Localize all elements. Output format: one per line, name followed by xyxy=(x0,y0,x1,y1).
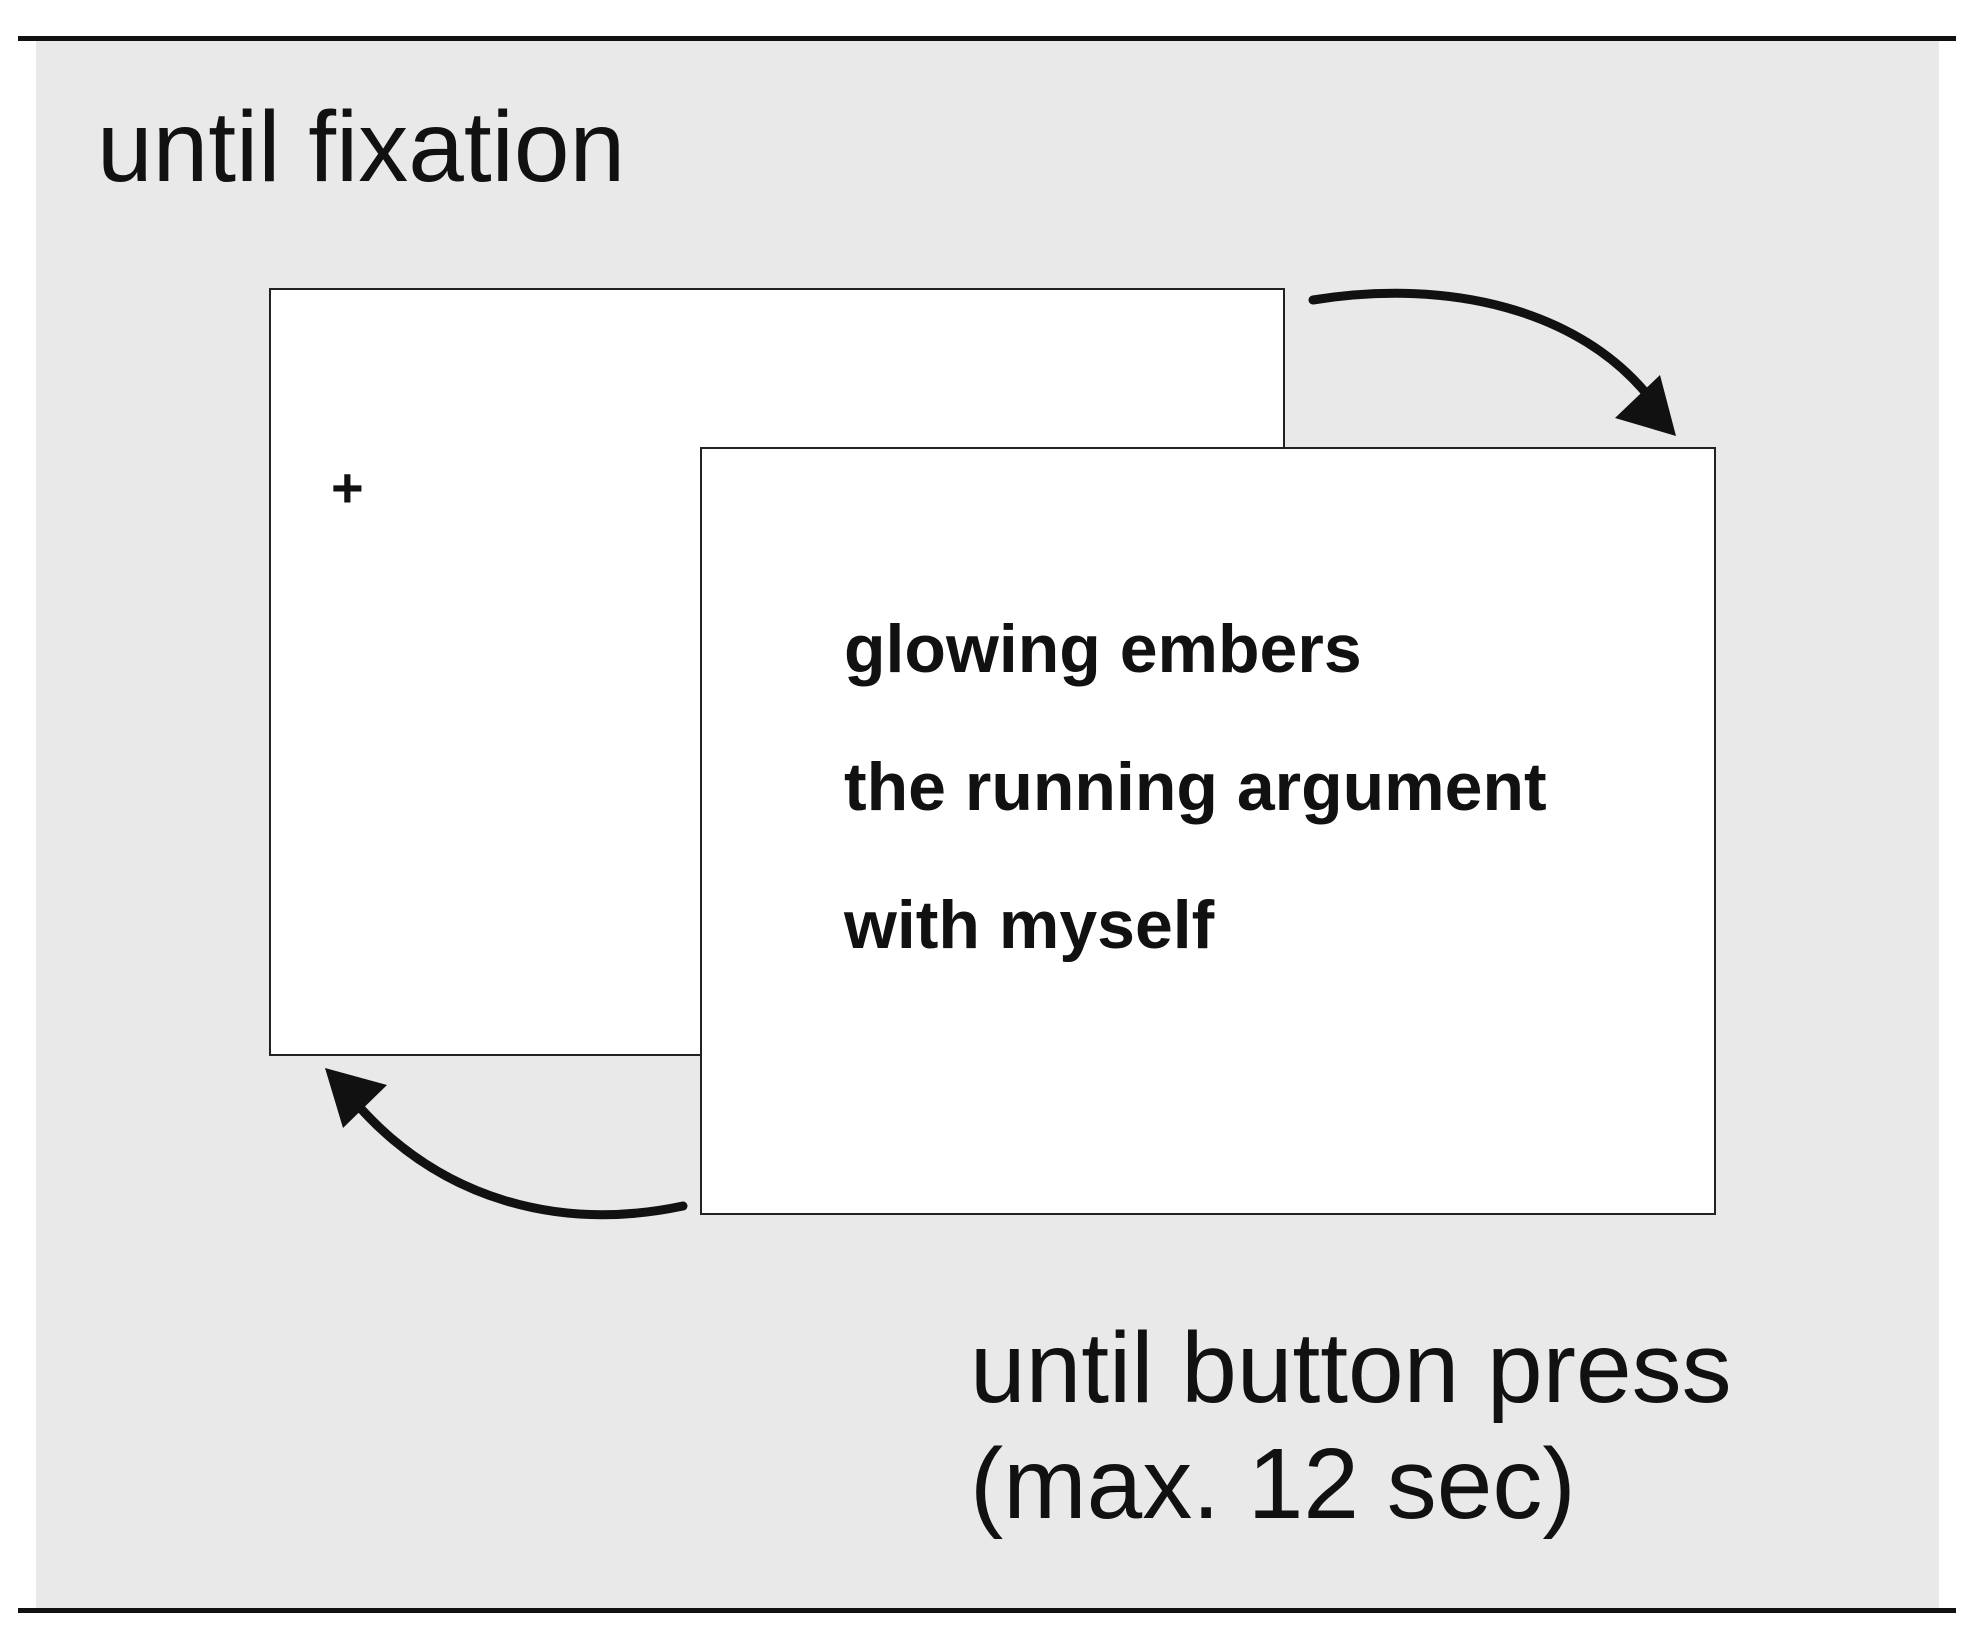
label-bottom-line-1: until button press xyxy=(970,1312,1732,1424)
arrow-back xyxy=(325,1068,688,1220)
fixation-cross: + xyxy=(331,456,364,519)
text-line-3: with myself xyxy=(844,887,1215,963)
top-rule xyxy=(18,36,1956,41)
text-line-2: the running argument xyxy=(844,749,1547,825)
bottom-rule xyxy=(18,1608,1956,1613)
label-bottom-line-2: (max. 12 sec) xyxy=(970,1428,1576,1540)
text-line-1: glowing embers xyxy=(844,611,1362,687)
label-until-button-press: until button press (max. 12 sec) xyxy=(970,1310,1732,1542)
label-until-fixation: until fixation xyxy=(97,91,626,203)
text-screen: glowing embers the running argument with… xyxy=(700,447,1716,1215)
arrow-forward xyxy=(1308,288,1676,436)
